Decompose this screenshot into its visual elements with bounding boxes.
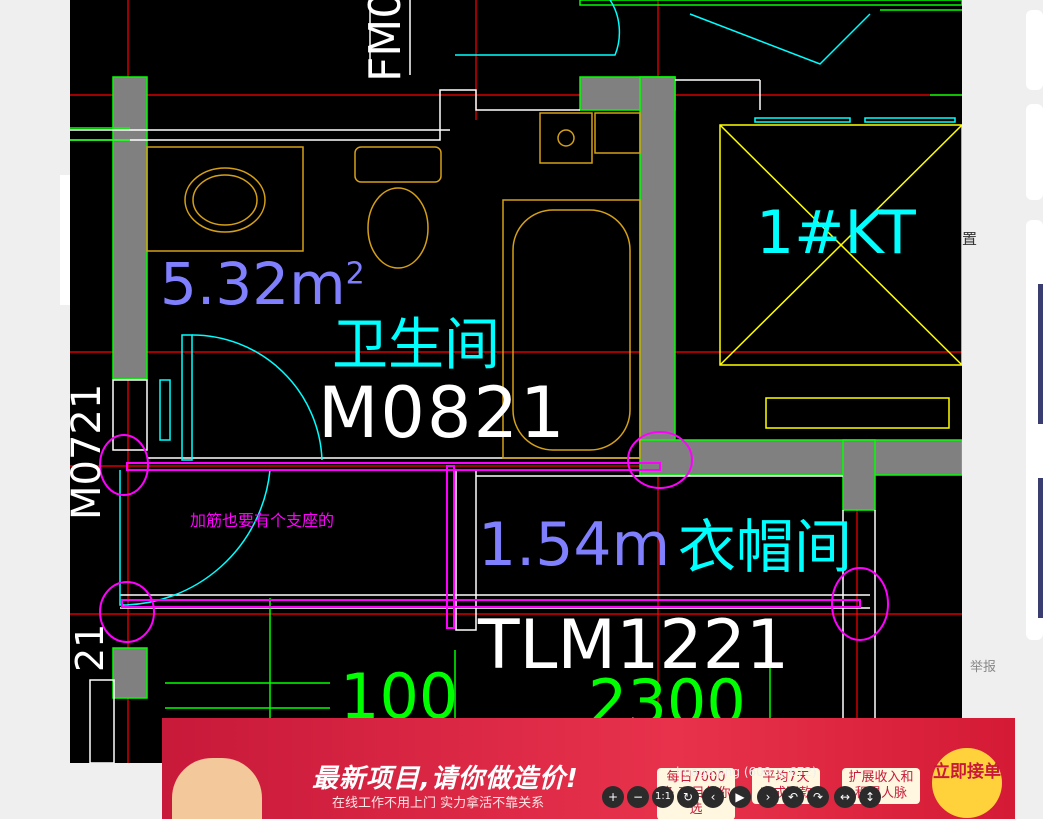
area-bathroom-value: 5.32m bbox=[160, 250, 346, 318]
door-tlm1221: TLM1221 bbox=[478, 606, 790, 685]
rotate-left-icon[interactable]: ↶ bbox=[782, 786, 804, 808]
side-card-1 bbox=[1026, 10, 1043, 90]
banner-cta-button[interactable]: 立即接单 bbox=[932, 748, 1002, 818]
banner-person bbox=[172, 758, 262, 819]
area-bathroom: 5.32m2 bbox=[160, 250, 365, 318]
room-closet: 衣帽间 bbox=[678, 513, 853, 581]
area-bathroom-sup: 2 bbox=[345, 256, 365, 292]
area-closet: 1.54m bbox=[478, 510, 671, 580]
door-label-left-2: 21 bbox=[70, 623, 112, 672]
banner-subtext: 在线工作不用上门 实力拿活不靠关系 bbox=[332, 796, 545, 811]
equipment-kt: 1#KT bbox=[756, 198, 916, 268]
side-card-2 bbox=[1026, 104, 1043, 200]
report-link[interactable]: 举报 bbox=[970, 660, 997, 675]
zoom-in-icon[interactable]: + bbox=[602, 786, 624, 808]
ad-banner[interactable]: 最新项目,请你做造价! 在线工作不用上门 实力拿活不靠关系 每日7000多 项目… bbox=[162, 718, 1015, 819]
image-caption: image.png (609 × 672) bbox=[676, 765, 817, 779]
door-label-left: M0721 bbox=[70, 383, 110, 520]
play-icon[interactable]: ▶ bbox=[729, 786, 751, 808]
thumbnail-1[interactable] bbox=[1038, 284, 1043, 424]
image-viewer[interactable]: FM0 M0721 21 5.32m2 卫生间 M0821 1#KT 1.54m… bbox=[70, 0, 962, 763]
door-label-fm: FM0 bbox=[360, 0, 411, 82]
rotate-right-icon[interactable]: ↷ bbox=[807, 786, 829, 808]
banner-headline: 最新项目,请你做造价! bbox=[312, 764, 579, 794]
thumbnail-2[interactable] bbox=[1038, 478, 1043, 618]
actual-size-icon[interactable]: 1:1 bbox=[652, 786, 674, 808]
left-card-edge bbox=[60, 175, 70, 305]
cad-drawing bbox=[70, 0, 962, 763]
flip-horizontal-icon[interactable]: ↔ bbox=[834, 786, 856, 808]
prev-icon[interactable]: ‹ bbox=[702, 786, 724, 808]
annotation-text: 加筋也要有个支座的 bbox=[190, 511, 335, 530]
flip-vertical-icon[interactable]: ↕ bbox=[859, 786, 881, 808]
room-bathroom: 卫生间 bbox=[332, 313, 500, 378]
next-icon[interactable]: › bbox=[757, 786, 779, 808]
rotate-icon[interactable]: ↻ bbox=[677, 786, 699, 808]
door-m0821: M0821 bbox=[318, 372, 567, 454]
zoom-out-icon[interactable]: − bbox=[627, 786, 649, 808]
bg-text-right: 置 bbox=[962, 230, 978, 248]
